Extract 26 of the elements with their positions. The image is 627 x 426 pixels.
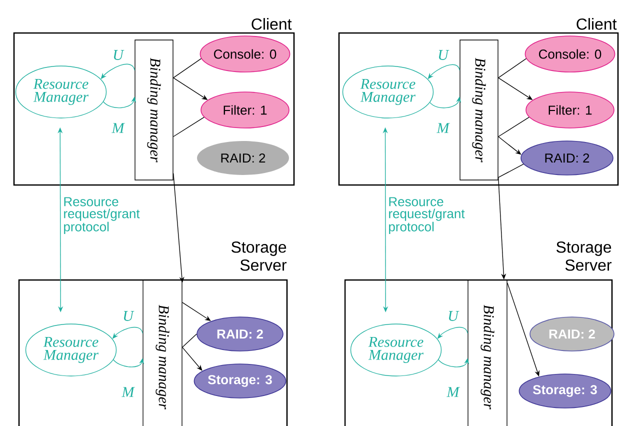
- edge-label: U: [448, 311, 460, 321]
- binding-box: Binding manager: [134, 40, 174, 180]
- connector: [498, 58, 527, 78]
- connector: [182, 334, 197, 348]
- edge-label: M: [122, 387, 135, 397]
- connector: [173, 116, 204, 137]
- connector: [498, 164, 524, 178]
- edge-label: Resource request/grant protocol: [64, 197, 140, 234]
- box-heading: Storage Server: [556, 241, 612, 271]
- edge-label: U: [124, 311, 134, 321]
- edge-label: Resource request/grant protocol: [389, 197, 465, 234]
- edge-label: U: [114, 50, 124, 60]
- box-heading: Client: [252, 18, 292, 30]
- edge-label: M: [112, 123, 125, 133]
- box-heading: Client: [576, 18, 617, 30]
- binding-box: Binding manager: [460, 40, 498, 180]
- box-heading: Storage Server: [231, 241, 287, 271]
- binding-box: Binding manager: [142, 280, 182, 426]
- binding-box: Binding manager: [468, 280, 508, 426]
- arrow: [182, 346, 202, 371]
- edge-label: M: [446, 387, 460, 397]
- connector: [173, 58, 202, 78]
- connector: [498, 116, 530, 137]
- arrow: [498, 136, 522, 155]
- edge-label: U: [438, 50, 450, 60]
- edge-label: M: [436, 123, 450, 133]
